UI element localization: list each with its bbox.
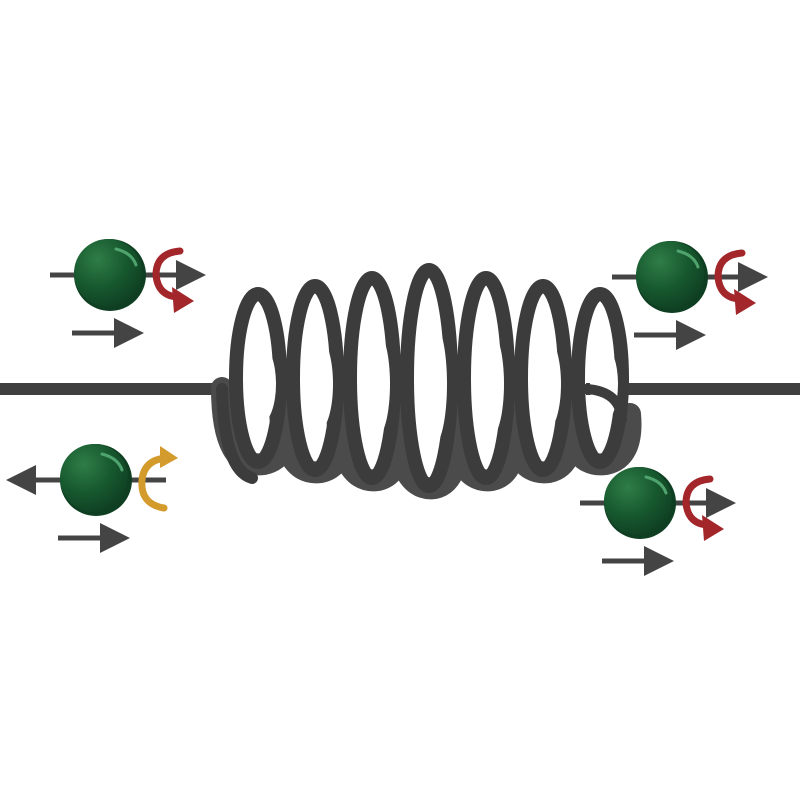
red-rotation-arrow-icon [714,249,746,303]
coil-lead-in [216,383,258,484]
particle-lower-left [5,444,178,553]
particle-sphere [604,467,672,535]
red-rotation-arrowhead-icon [172,287,194,313]
orange-rotation-arrowhead-icon [160,446,178,468]
coil-group [211,263,642,500]
particle-sphere [74,239,142,307]
coil-loop [571,287,629,469]
coil-loop-opening [248,346,276,422]
coil-loop-opening [362,330,390,438]
coil-loop [400,263,458,493]
coil-loop [286,279,344,477]
particle-lower-right [580,467,736,576]
coil-loop-opening [419,322,447,446]
red-rotation-arrowhead-icon [734,289,756,315]
particle-highlight [676,249,700,269]
coil-loop-opening [305,338,333,430]
coil-loop [514,279,572,477]
left-wire [0,383,222,395]
particle-highlight [644,475,668,495]
coil-loop [229,287,287,469]
red-rotation-arrow-icon [152,247,184,301]
particle-upper-left [50,239,206,348]
coil-loop [343,271,401,485]
red-rotation-arrowhead-icon [702,515,724,541]
particles-group [5,239,768,576]
coil-loop-opening [476,330,504,438]
particle-sphere [636,241,704,309]
particle-upper-right [612,241,768,350]
particle-highlight [100,452,124,472]
particle-sphere [60,444,128,512]
orange-rotation-arrow-icon [138,454,170,512]
particle-highlight [114,247,138,267]
coil-loop-opening [590,346,618,422]
coil-loop-opening [533,338,561,430]
red-rotation-arrow-icon [682,475,714,529]
coil-loop [457,271,515,485]
right-wire [586,383,800,395]
wire-group [0,383,800,395]
coil-lead-out [581,384,627,425]
